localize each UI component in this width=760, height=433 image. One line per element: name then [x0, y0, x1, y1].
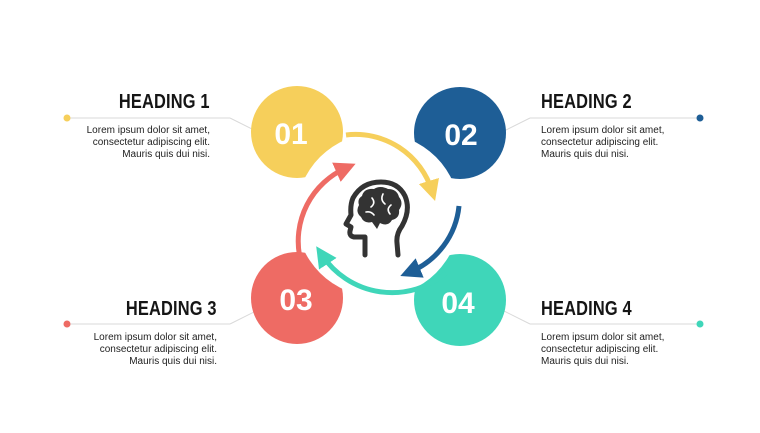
connector-dot-3 — [63, 320, 71, 328]
circle-03 — [251, 252, 343, 344]
arrow-3-to-1 — [295, 162, 356, 259]
step-text-line: Lorem ipsum dolor sit amet, — [541, 332, 665, 343]
step-text-line: Lorem ipsum dolor sit amet, — [86, 125, 210, 136]
step-text-line: Mauris quis dui nisi. — [541, 356, 629, 367]
step-text-1: Lorem ipsum dolor sit amet, consectetur … — [87, 125, 210, 161]
step-text-line: Lorem ipsum dolor sit amet, — [93, 332, 217, 343]
step-number-03: 03 — [279, 284, 312, 317]
connector-dot-2 — [696, 114, 704, 122]
step-text-line: Mauris quis dui nisi. — [541, 149, 629, 160]
circle-01 — [251, 86, 343, 178]
arrow-1-to-2 — [345, 131, 439, 202]
step-text-4: Lorem ipsum dolor sit amet, consectetur … — [541, 332, 664, 368]
step-text-line: consectetur adipiscing elit. — [541, 137, 659, 148]
step-text-line: Lorem ipsum dolor sit amet, — [541, 125, 665, 136]
connector-dot-4 — [696, 320, 704, 328]
step-heading-3: HEADING 3 — [126, 298, 217, 320]
step-number-02: 02 — [444, 119, 477, 152]
step-text-line: Mauris quis dui nisi. — [129, 356, 217, 367]
arrow-4-to-3 — [316, 246, 448, 296]
connector-2 — [501, 114, 704, 133]
step-heading-2: HEADING 2 — [541, 91, 632, 113]
step-number-01: 01 — [274, 118, 307, 151]
head-brain-icon — [343, 179, 410, 258]
arrow-2-to-4 — [400, 205, 462, 278]
step-text-2: Lorem ipsum dolor sit amet, consectetur … — [541, 125, 664, 161]
step-number-04: 04 — [441, 287, 475, 320]
connector-4 — [501, 309, 704, 328]
step-heading-1: HEADING 1 — [119, 91, 210, 113]
step-text-3: Lorem ipsum dolor sit amet, consectetur … — [94, 332, 217, 368]
connector-dot-1 — [63, 114, 71, 122]
step-heading-4: HEADING 4 — [541, 298, 632, 320]
step-text-line: consectetur adipiscing elit. — [541, 344, 659, 355]
step-text-line: Mauris quis dui nisi. — [122, 149, 210, 160]
step-text-line: consectetur adipiscing elit. — [92, 137, 210, 148]
circle-02 — [414, 87, 506, 179]
step-text-line: consectetur adipiscing elit. — [99, 344, 217, 355]
